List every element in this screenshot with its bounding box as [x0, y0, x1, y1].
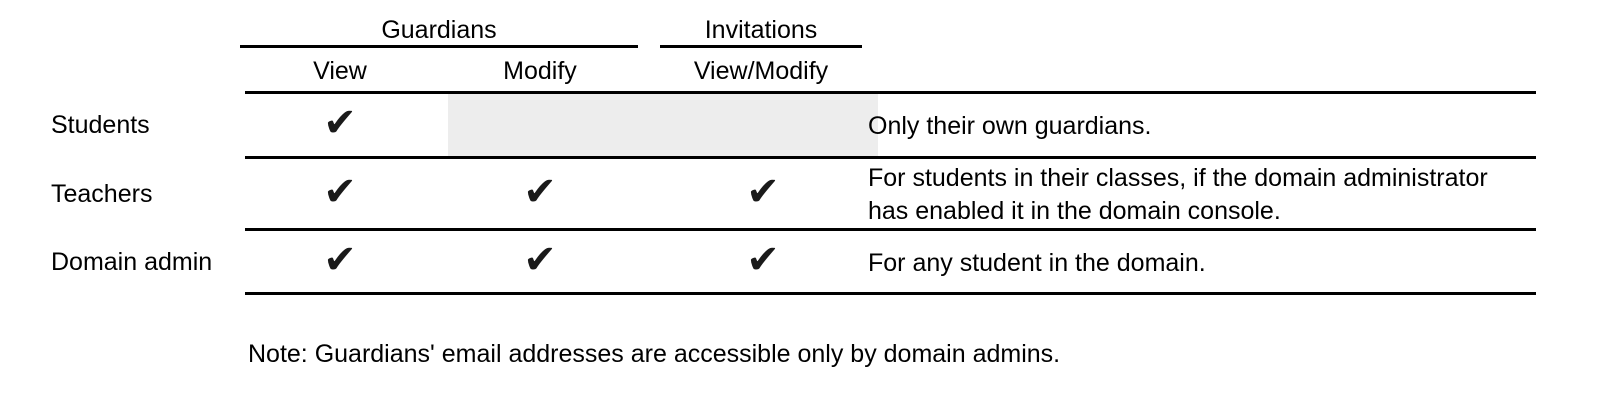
row-label-teachers: Teachers: [51, 180, 153, 208]
row-label-domain-admin: Domain admin: [51, 248, 213, 276]
rule-under-invitations-header: [660, 45, 862, 48]
cell-teachers-invitations-view-modify: ✔: [746, 169, 780, 215]
cell-teachers-guardians-modify: ✔: [523, 169, 557, 215]
table-note: Note: Guardians' email addresses are acc…: [248, 340, 1061, 368]
column-header-view-modify: View/Modify: [693, 57, 829, 85]
column-header-view: View: [313, 57, 367, 85]
cell-teachers-description: For students in their classes, if the do…: [868, 164, 1488, 225]
row-label-students: Students: [51, 111, 150, 139]
cell-domain-admin-invitations-view-modify: ✔: [746, 237, 780, 283]
rule-under-guardians-header: [240, 45, 638, 48]
group-header-invitations: Invitations: [704, 16, 818, 44]
column-header-modify: Modify: [503, 57, 577, 85]
rule-after-students-row: [245, 156, 1536, 159]
cell-domain-admin-description: For any student in the domain.: [868, 249, 1206, 277]
cell-students-description: Only their own guardians.: [868, 112, 1152, 140]
cell-domain-admin-guardians-view: ✔: [323, 237, 357, 283]
rule-header-bottom: [245, 91, 1536, 94]
group-header-guardians: Guardians: [381, 16, 497, 44]
cell-students-guardians-view: ✔: [323, 100, 357, 146]
rule-after-teachers-row: [245, 228, 1536, 231]
shaded-unavailable-cell: [448, 93, 878, 156]
rule-table-bottom: [245, 292, 1536, 295]
cell-teachers-guardians-view: ✔: [323, 169, 357, 215]
cell-domain-admin-guardians-modify: ✔: [523, 237, 557, 283]
